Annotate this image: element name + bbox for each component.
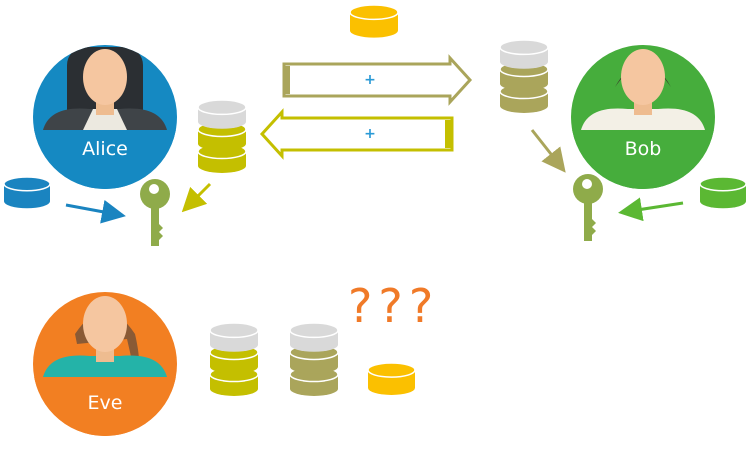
arrow-secret-to-key <box>65 199 126 224</box>
bob-secret-coin <box>699 176 747 209</box>
alice-label: Alice <box>82 138 128 160</box>
arrow-mix-to-key <box>530 129 566 173</box>
alice-secret-coin <box>3 176 51 209</box>
bob-label: Bob <box>625 138 662 160</box>
arrow-tail <box>284 66 290 94</box>
arrow-to-alice <box>259 108 454 160</box>
arrow-tail <box>445 120 451 148</box>
shared-public-coin <box>349 4 399 38</box>
arrow-mix-to-key <box>181 182 212 213</box>
bob-shared-key-icon <box>573 174 603 241</box>
arrow-to-bob <box>282 54 473 106</box>
bob-mixed-stack <box>499 39 549 113</box>
arrow-secret-to-key <box>618 197 684 222</box>
eve-question-marks: ??? <box>348 279 439 333</box>
alice-shared-key-icon <box>140 179 170 246</box>
eve-label: Eve <box>88 392 123 414</box>
plus-sign: + <box>364 72 376 88</box>
eve-public-coin <box>367 362 416 395</box>
eve-alice-mix-stack <box>209 322 259 396</box>
eve-avatar <box>33 292 177 436</box>
plus-sign: + <box>364 126 376 142</box>
alice-mixed-stack <box>197 99 247 173</box>
eve-bob-mix-stack <box>289 322 339 396</box>
